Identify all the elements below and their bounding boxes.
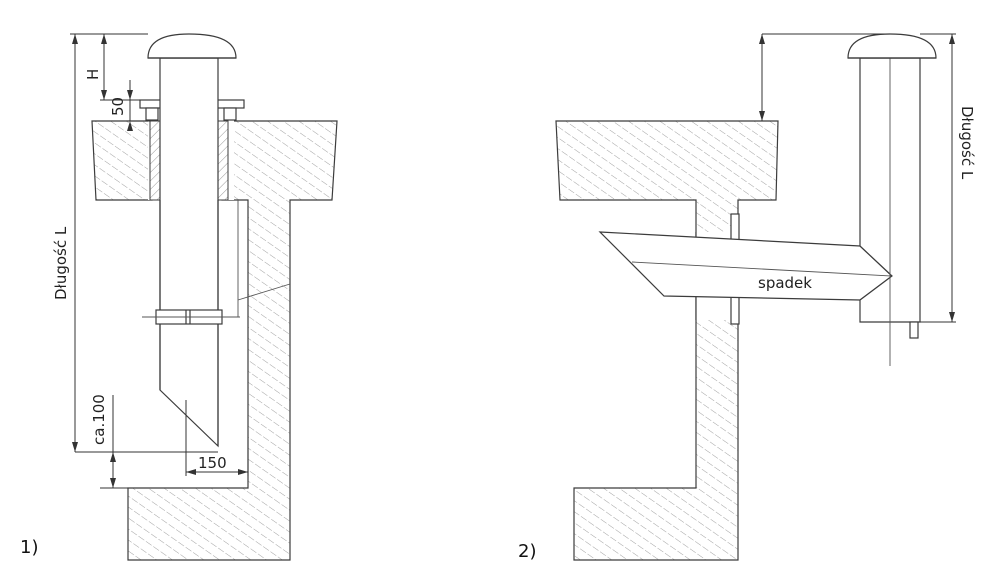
- concrete-wall-1: [127, 120, 338, 561]
- concrete-slab-1: [91, 120, 153, 201]
- flange-left-rib: [145, 107, 159, 121]
- fifty-label: 50: [109, 97, 127, 116]
- concrete-wall-2: [555, 120, 779, 561]
- ca-label: ca.100: [90, 394, 108, 445]
- vertical-pipe-1: [159, 57, 219, 448]
- figure-1: Długość L H 50 ca.100 150 1): [20, 33, 338, 561]
- sloped-pipe: [598, 231, 893, 301]
- sleeve-right: [217, 120, 229, 201]
- width-label: 150: [198, 454, 227, 472]
- slope-label: spadek: [758, 274, 812, 292]
- figure-1-number: 1): [20, 537, 38, 558]
- drain-nub: [909, 321, 919, 339]
- mushroom-cap-1: [147, 33, 237, 59]
- figure-2-length-label: Długość L: [958, 106, 976, 180]
- h-label: H: [84, 69, 102, 80]
- figure-1-length-label: Długość L: [52, 226, 70, 300]
- flange-right-rib: [223, 107, 237, 121]
- mushroom-cap-2: [847, 33, 937, 59]
- sleeve-left: [149, 120, 161, 201]
- figure-2: spadek Długość L 2): [518, 33, 976, 562]
- figure-2-number: 2): [518, 541, 536, 562]
